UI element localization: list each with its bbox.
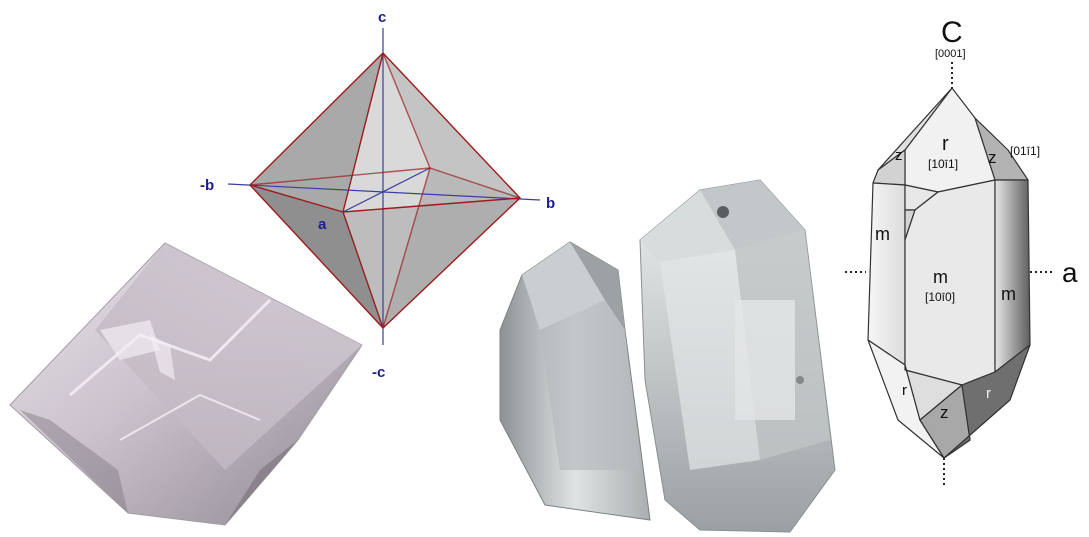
quartz-label-r-bottom-left: r	[902, 382, 907, 399]
quartz-face-m-right	[995, 180, 1030, 372]
quartz-label-m-left: m	[875, 224, 890, 244]
quartz-label-z-right: z	[988, 148, 997, 167]
quartz-label-m-right: m	[1001, 284, 1016, 304]
quartz-label-r-top-index: [10ī1]	[928, 157, 958, 171]
quartz-diagram: C [0001] a r [10ī1] z z [01ī1] m m [10ī0…	[845, 16, 1078, 485]
octahedron-label-a: a	[318, 216, 327, 233]
quartz-face-m-left	[868, 183, 905, 365]
quartz-label-r-bottom-right: r	[986, 385, 991, 402]
quartz-label-m-center: m	[933, 267, 948, 287]
octahedron-label-b: b	[546, 195, 555, 212]
quartz-label-c-index: [0001]	[935, 48, 966, 60]
octahedron-label-neg-c: -c	[372, 364, 385, 381]
octahedron-label-c: c	[378, 9, 386, 26]
octahedron-label-neg-b: -b	[200, 177, 214, 194]
quartz-face-m-center	[905, 180, 995, 385]
quartz-crystal-photo	[500, 180, 835, 532]
quartz-label-c: C	[941, 16, 963, 49]
quartz-label-z-left: z	[895, 147, 903, 164]
diamond-octahedron-photo	[10, 243, 362, 525]
quartz-label-z-bottom: z	[940, 403, 949, 422]
quartz-label-z-right-index: [01ī1]	[1010, 144, 1040, 158]
quartz-label-a: a	[1062, 257, 1078, 288]
quartz-label-m-center-index: [10ī0]	[925, 290, 955, 304]
quartz-label-r-top: r	[942, 133, 949, 155]
